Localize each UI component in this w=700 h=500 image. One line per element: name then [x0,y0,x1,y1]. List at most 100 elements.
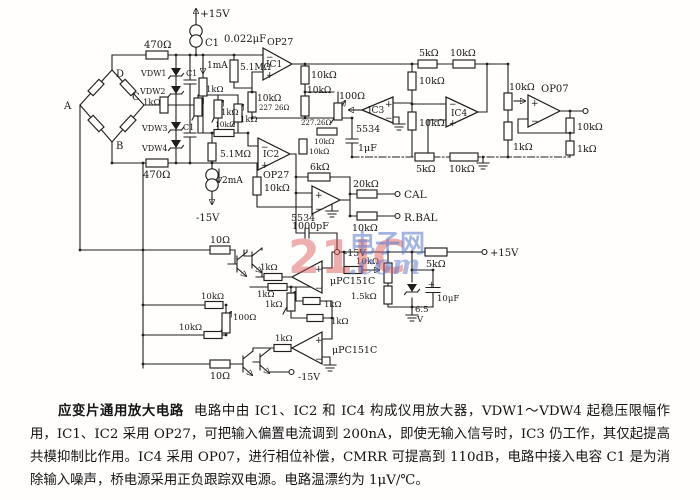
potentiometers [193,92,513,334]
resistor-5m1 [229,59,239,83]
bridge-resistor [87,78,105,97]
resistor-label: 10kΩ [257,94,281,104]
zener-label: VDW2 [139,87,166,96]
capacitors [183,79,441,294]
cap-ref: C1 [183,123,194,132]
ic4-name: IC4 [451,109,467,119]
op-amp-upc151c-1 [290,259,323,295]
op-amp-ic4 [445,96,480,128]
resistor-label: 10kΩ [352,223,378,234]
pot-100 [333,102,343,121]
supply-label-p15v: +15V [490,248,519,259]
amp-sign: + [261,161,269,171]
resistor-label: 10kΩ [449,164,475,175]
resistor-label: 1kΩ [275,334,293,344]
resistor-label: 1kΩ [221,108,239,118]
resistor-10k-trim [247,91,257,113]
resistor-1k [159,96,169,114]
resistor-10k [343,265,363,275]
terminal-rbal-label: R.BAL [404,212,438,224]
resistor-470 [145,158,169,168]
resistor-1k [198,77,208,97]
resistor-label: 10kΩ [307,86,331,96]
cap-value: 10μF [437,294,459,304]
resistor-6k [307,172,331,182]
amp-sign: − [385,114,393,124]
resistor-label: 20kΩ [353,179,379,190]
resistors-vertical [159,59,575,305]
resistor-label: 1.5kΩ [351,292,377,302]
resistor-1k [503,121,513,141]
amp-sign: + [315,191,323,201]
ground-icon [323,364,337,372]
ic1-type: OP27 [267,37,293,48]
pot-10k [383,262,393,284]
bridge-node-b: B [116,141,123,152]
zener-value-unit: V [416,315,424,325]
resistor-10k-trim [300,95,310,117]
ic3-name: IC3 [368,106,384,116]
resistor-label: 10kΩ [264,183,290,194]
ground-icon [325,210,339,218]
resistor-1k [306,313,324,323]
terminal-n15v [288,368,295,376]
supply-label-n15v: -15V [196,213,220,224]
amp-sign: + [531,99,539,109]
transistors [227,247,271,375]
amp-sign: + [385,100,393,110]
current-source-2ma [205,178,219,192]
op-amp-upc151c-2 [290,330,323,366]
resistor-10 [209,359,231,369]
bridge-resistor [87,114,105,133]
resistor-label: 1kΩ [260,263,278,273]
resistor-5k [424,247,448,257]
capacitor-c1b [183,132,197,138]
resistor-label: 10kΩ [509,82,535,93]
resistor-label: 10kΩ [215,120,235,129]
amp-sign: − [315,205,323,215]
resistor-label: 10kΩ [314,137,334,146]
resistor-label: 1kΩ [240,115,258,125]
resistors [145,50,479,369]
caption: 应变片通用放大电路电路中由 IC1、IC2 和 IC4 构成仪用放大器，VDW1… [0,396,700,492]
resistor-label: 1kΩ [206,85,224,95]
capacitor-c1a [183,79,197,85]
caption-body: 电路中由 IC1、IC2 和 IC4 构成仪用放大器，VDW1～VDW4 起稳压… [30,404,671,489]
bridge-node-c: C [132,92,140,103]
resistor-1k [565,140,575,156]
resistor-10k [356,211,378,221]
resistor-label: 470Ω [144,40,171,51]
resistor-label: 1kΩ [331,317,349,327]
amp-5534-type: 5534 [291,213,315,224]
amp-sign: − [315,284,323,294]
resistor-label: 1kΩ [265,300,283,310]
components [78,24,589,376]
resistor-label: 10kΩ [311,70,337,81]
resistor-10k [449,152,479,162]
ic1-name: IC1 [266,60,282,70]
zener-value: 6.5 [415,305,429,315]
junctions [78,53,572,366]
op-amp-ic2 [257,136,292,172]
resistor-label: 10kΩ [309,147,329,156]
cap-ref: C1 [186,69,197,78]
terminal-p15v [481,248,488,256]
resistor-label: 5.1MΩ [220,150,251,160]
cap-value: 1000pF [292,221,329,232]
caption-paragraph: 应变片通用放大电路电路中由 IC1、IC2 和 IC4 构成仪用放大器，VDW1… [30,400,670,492]
terminal-rbal [394,212,401,220]
resistor-10k [407,111,417,131]
resistor-label: 227.26Ω [301,119,331,127]
resistor-label: 6kΩ [310,162,330,173]
resistor-label: 10kΩ [201,292,224,302]
terminal-output [582,107,589,115]
capacitor-1uf [345,138,359,144]
cap-polarity: + [428,280,435,290]
resistor-label: 10Ω [210,371,230,382]
resistor-10k [204,300,224,310]
terminal-cal [394,190,401,198]
ground-icon [476,162,490,170]
resistor-label: 227 26Ω [259,104,289,112]
amp-sign: − [531,117,539,127]
